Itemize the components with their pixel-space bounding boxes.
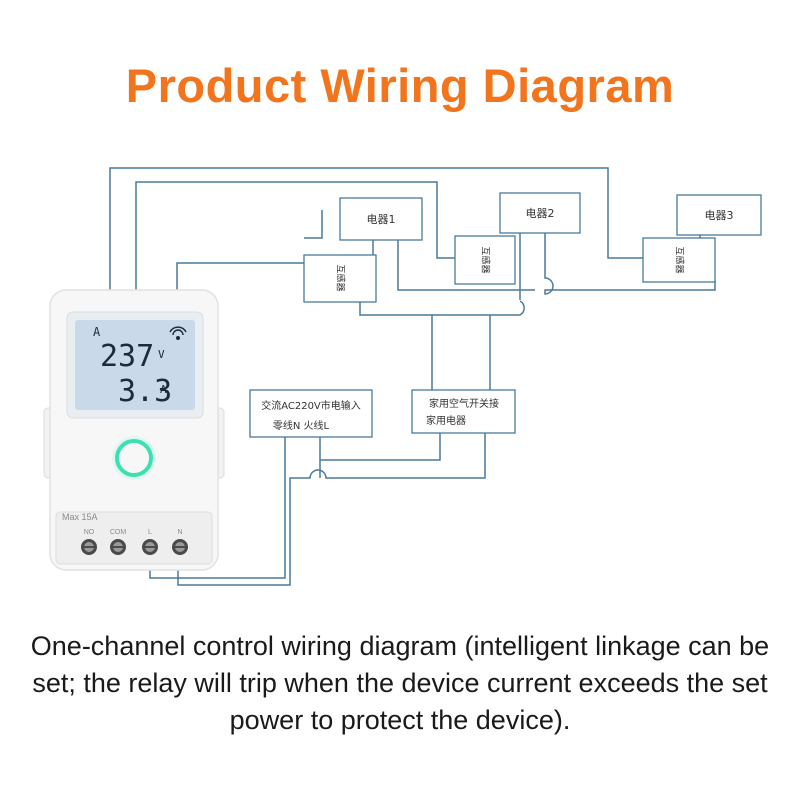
diagram-title: Product Wiring Diagram: [125, 59, 675, 112]
wire-second-loop: [135, 181, 455, 300]
appliance-label-2: 电器2: [526, 207, 555, 220]
lcd-voltage-value: 237: [100, 339, 154, 374]
appliance-label-3: 电器3: [705, 209, 734, 222]
status-ring[interactable]: [115, 439, 153, 477]
terminal-screw-l[interactable]: [142, 539, 158, 555]
wifi-icon: [169, 326, 187, 341]
wire-com: [177, 433, 486, 586]
transformer-label-2: 互感器: [480, 246, 492, 273]
terminal-label-l: L: [148, 529, 152, 536]
max-rating-label: Max 15A: [62, 512, 98, 522]
wire-app1-down: [304, 210, 323, 239]
lcd-screen: [75, 320, 195, 410]
transformer-label-3: 互感器: [674, 246, 686, 273]
lcd-voltage-unit: V: [158, 348, 165, 361]
current-transformer-1: 互感器: [303, 254, 377, 303]
mains-input-label-2: 零线N 火线L: [273, 419, 330, 432]
air-switch-label-1: 家用空气开关接: [429, 397, 499, 410]
wire-outer-loop: [109, 167, 643, 300]
appliance-label-1: 电器1: [367, 213, 396, 226]
appliance-box-1: 电器1: [339, 197, 423, 241]
current-transformer-3: 互感器: [642, 237, 716, 283]
lcd-current-unit: A: [160, 383, 167, 396]
terminal-screw-n[interactable]: [172, 539, 188, 555]
lcd-mode-label: A: [93, 325, 101, 339]
appliance-box-2: 电器2: [499, 192, 581, 234]
mains-input-label-1: 交流AC220V市电输入: [261, 399, 361, 412]
terminal-label-no: NO: [84, 529, 95, 536]
mains-input-box: 交流AC220V市电输入 零线N 火线L: [249, 389, 373, 438]
lcd-current-value: 3.3: [118, 374, 172, 409]
wire-ct-bus: [359, 300, 525, 316]
terminal-label-n: N: [177, 529, 182, 536]
terminal-screw-com[interactable]: [110, 539, 126, 555]
terminal-screw-no[interactable]: [81, 539, 97, 555]
wire-app1-right: [397, 240, 535, 291]
air-switch-label-2: 家用电器: [426, 414, 466, 427]
current-transformer-2: 互感器: [454, 235, 516, 285]
wire-live: [319, 433, 441, 461]
wires: [109, 167, 716, 586]
smart-breaker-device: A 237 V 3.3 A Max 15A NO COM L N: [43, 289, 225, 571]
terminal-label-com: COM: [110, 529, 127, 536]
transformer-label-1: 互感器: [335, 264, 347, 291]
wire-third-loop: [176, 262, 304, 300]
appliance-box-3: 电器3: [676, 194, 762, 236]
wire-app2-right: [544, 233, 716, 295]
diagram-caption: One-channel control wiring diagram (inte…: [30, 631, 770, 735]
air-switch-box: 家用空气开关接 家用电器: [411, 389, 516, 434]
